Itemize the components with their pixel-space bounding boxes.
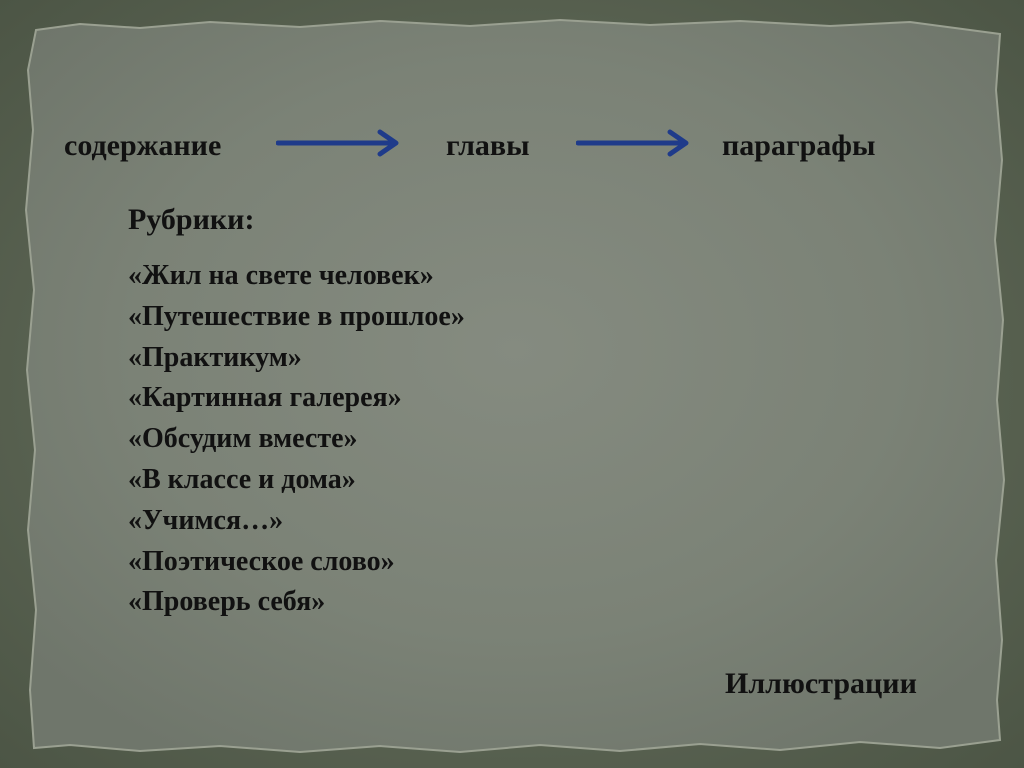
list-item: «Проверь себя» xyxy=(128,586,326,618)
illustrations-label: Иллюстрации xyxy=(725,667,917,700)
flow-item-contents: содержание xyxy=(64,129,222,162)
list-item: «Практикум» xyxy=(128,341,302,373)
list-item: «В классе и дома» xyxy=(128,463,356,495)
list-item: «Поэтическое слово» xyxy=(128,545,395,577)
right-arrow-icon xyxy=(276,129,399,157)
list-item: «Картинная галерея» xyxy=(128,382,402,414)
list-item: «Обсудим вместе» xyxy=(128,423,358,455)
list-item: «Учимся…» xyxy=(128,504,284,536)
flow-item-paragraphs: параграфы xyxy=(722,129,876,162)
list-item: «Жил на свете человек» xyxy=(128,260,434,291)
right-arrow-icon xyxy=(576,129,689,157)
list-item: «Путешествие в прошлое» xyxy=(128,300,465,332)
flow-item-chapters: главы xyxy=(446,129,530,162)
rubrics-list: «Жил на свете человек» «Путешествие в пр… xyxy=(128,256,465,623)
rubrics-heading: Рубрики: xyxy=(128,203,255,236)
